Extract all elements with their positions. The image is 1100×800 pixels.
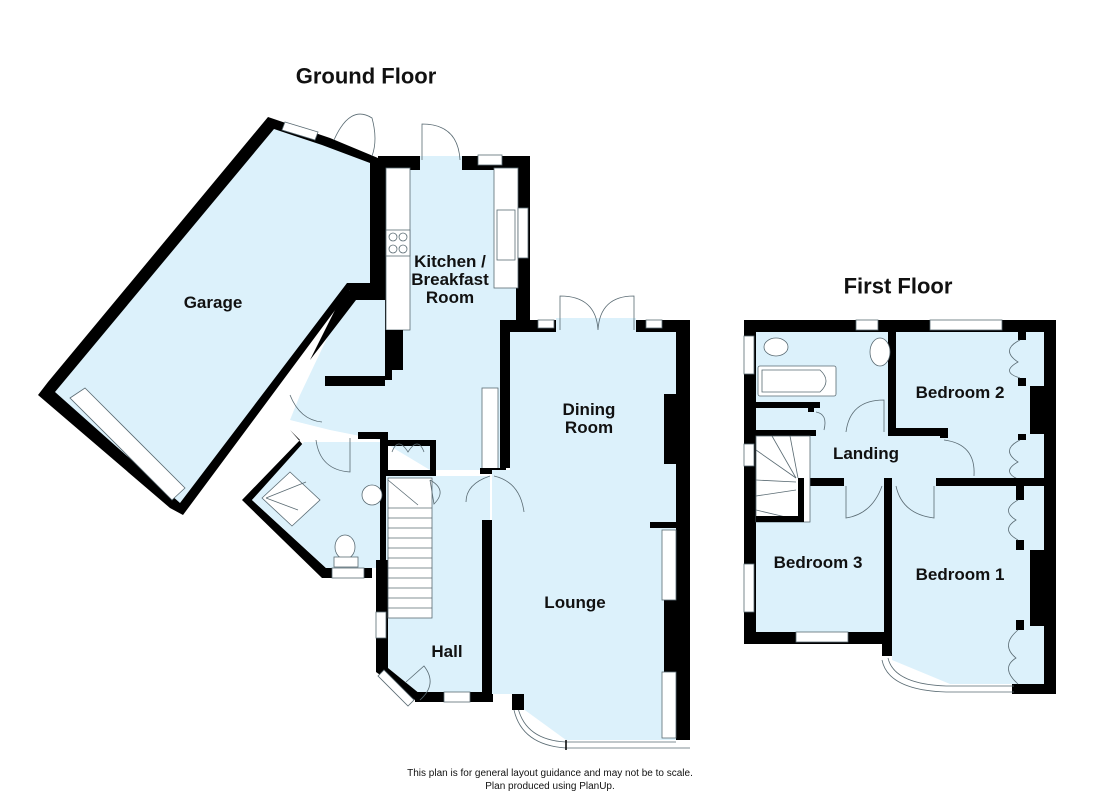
window — [743, 335, 755, 375]
dining-label-line2: Room — [564, 418, 614, 437]
shower-room — [242, 430, 388, 612]
toilet — [334, 534, 356, 560]
kitchen-label: Kitchen / Breakfast Room — [411, 253, 489, 307]
dining-label-line1: Dining — [562, 400, 616, 420]
landing-label: Landing — [832, 444, 900, 464]
window — [517, 207, 529, 259]
first-floor-plan — [743, 319, 1056, 694]
hall-room — [375, 387, 506, 707]
window — [855, 319, 879, 331]
door-swing — [315, 438, 351, 473]
front-door — [377, 669, 415, 707]
alcove — [661, 671, 677, 739]
kitchen-label-line1: Kitchen / — [414, 252, 486, 272]
window — [331, 567, 365, 579]
cupboard — [481, 387, 499, 471]
window — [743, 563, 755, 613]
door-swing — [845, 485, 883, 519]
hall-label: Hall — [431, 642, 463, 662]
bedroom3-room — [743, 478, 892, 648]
window — [537, 319, 555, 329]
door-swing — [815, 411, 826, 431]
shower-tray — [261, 471, 321, 527]
garage-door — [69, 387, 186, 501]
dining-lounge-room — [482, 295, 690, 750]
alcove — [661, 529, 677, 601]
door-swing — [421, 123, 461, 161]
window — [743, 443, 755, 467]
inner-hallway — [289, 290, 506, 470]
hob — [385, 229, 411, 257]
bedroom1-label: Bedroom 1 — [915, 565, 1005, 585]
kitchen-label-line3: Room — [425, 287, 475, 307]
bath — [757, 365, 837, 397]
bedroom2-room — [888, 319, 1044, 481]
bedroom1-room — [881, 485, 1044, 693]
door-swing — [429, 479, 441, 505]
wardrobe — [1008, 629, 1019, 685]
kitchen-label-line2: Breakfast — [411, 270, 489, 290]
door-swing — [333, 113, 376, 157]
window — [477, 154, 503, 166]
ground-floor-plan — [38, 113, 690, 750]
understairs-cupboard — [385, 440, 436, 476]
door-swing — [943, 439, 975, 477]
garage-room — [38, 113, 378, 515]
window — [281, 121, 319, 141]
door-swing — [289, 394, 323, 423]
window — [795, 631, 849, 643]
disclaimer-footer: This plan is for general layout guidance… — [0, 768, 1100, 793]
ground-floor-title: Ground Floor — [295, 63, 437, 89]
door-swing — [493, 475, 525, 513]
bedroom2-label: Bedroom 2 — [915, 383, 1005, 403]
kitchen-room — [378, 123, 530, 390]
door-swing — [465, 475, 491, 503]
first-floor-title: First Floor — [843, 273, 953, 299]
dining-room-label: Dining Room — [563, 401, 616, 437]
toilet — [763, 337, 789, 357]
door-swing — [845, 399, 885, 433]
basin — [869, 337, 891, 367]
disclaimer-line2: Plan produced using PlanUp. — [485, 780, 615, 792]
french-doors — [559, 295, 635, 331]
window — [645, 319, 663, 329]
bay-window — [881, 659, 1014, 693]
window — [375, 611, 387, 639]
window — [929, 319, 1003, 331]
basin — [361, 484, 383, 506]
garage-label: Garage — [183, 293, 243, 313]
door-swing — [895, 485, 935, 519]
bedroom3-label: Bedroom 3 — [773, 553, 863, 573]
lounge-label: Lounge — [544, 593, 606, 613]
bathroom-room — [743, 319, 896, 436]
door-swing — [391, 443, 425, 453]
wardrobe — [1009, 439, 1021, 481]
disclaimer-line1: This plan is for general layout guidance… — [407, 768, 693, 779]
window — [443, 691, 471, 703]
sink — [496, 209, 516, 261]
wardrobe — [1008, 499, 1019, 541]
door-swing — [405, 665, 431, 701]
wardrobe — [1009, 339, 1021, 379]
